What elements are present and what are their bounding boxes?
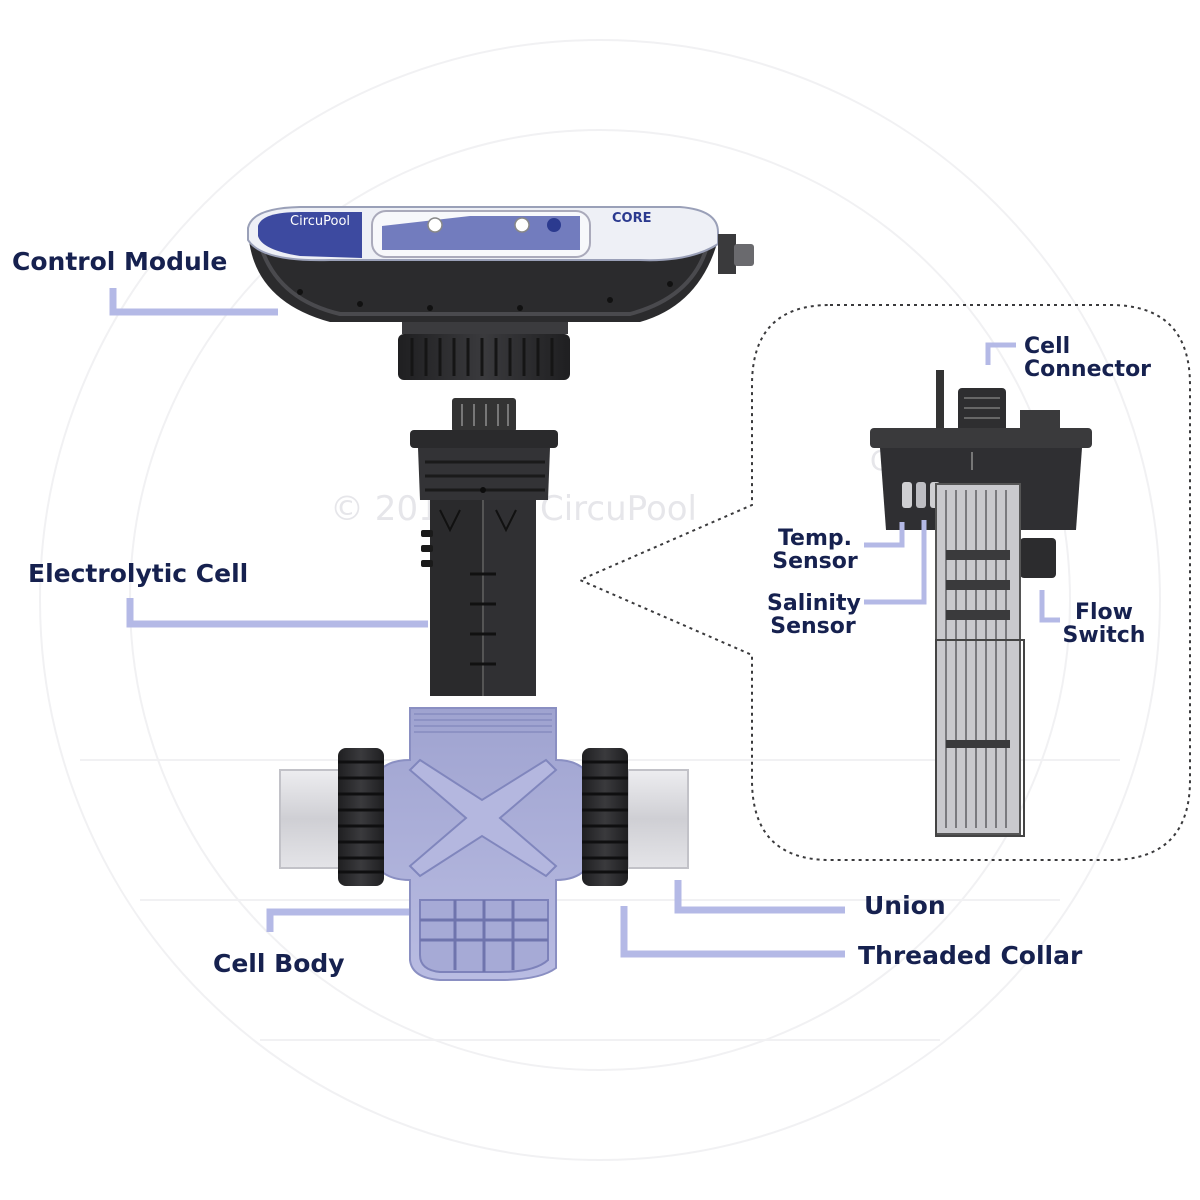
model-logo: CORE [612,211,651,226]
label-temp-sensor-line1: Temp. [777,526,853,551]
label-control-module: Control Module [12,247,228,276]
callout-cell-body [266,908,412,932]
label-temp-sensor: Temp. Sensor [770,527,860,573]
callout-electrolytic-cell [126,598,428,628]
cell-body-device [279,707,689,981]
label-cell-body: Cell Body [213,949,345,978]
electrolytic-cell-detail [870,370,1092,837]
callout-threaded-collar [620,906,845,958]
callout-salinity-sensor [864,520,927,605]
label-union: Union [864,891,946,920]
control-module-device: CircuPool CORE [247,206,754,380]
label-temp-sensor-line2: Sensor [772,549,858,575]
label-flow-switch: Flow Switch [1062,601,1146,647]
label-electrolytic-cell: Electrolytic Cell [28,559,249,588]
callout-union [674,880,845,914]
callout-flow-switch [1039,590,1060,623]
label-salinity-sensor-line2: Sensor [770,614,856,640]
callout-lines [109,288,845,958]
label-cell-connector-line2: Connector [1024,357,1152,383]
callout-control-module [109,288,278,316]
label-flow-switch-line1: Flow [1074,600,1133,625]
watermark-text-1: CircuPool [540,489,697,529]
label-salinity-sensor-line1: Salinity [767,591,861,616]
label-cell-connector: Cell Connector [1024,335,1151,381]
electrolytic-cell-device [410,398,558,696]
label-cell-connector-line1: Cell [1024,334,1071,359]
label-flow-switch-line2: Switch [1062,623,1146,649]
detail-callout-lines [864,342,1060,623]
detail-callout-bubble [577,304,1191,861]
callout-cell-connector [985,342,1016,365]
brand-logo: CircuPool [290,214,350,229]
callout-temp-sensor [864,522,905,548]
label-threaded-collar: Threaded Collar [858,941,1083,970]
background-pattern [39,39,1161,1161]
label-salinity-sensor: Salinity Sensor [767,591,861,640]
